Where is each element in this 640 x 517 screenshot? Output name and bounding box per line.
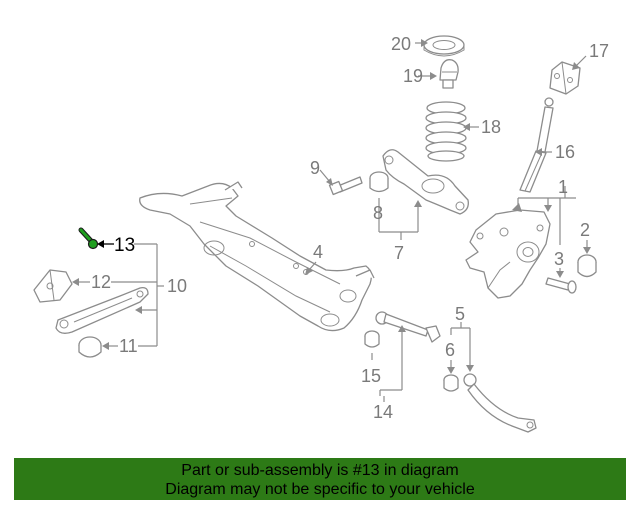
part-15-bushing <box>364 330 380 348</box>
leader-18 <box>463 123 479 131</box>
callout-2: 2 <box>580 220 590 240</box>
part-5-trailing-link <box>463 373 537 433</box>
callout-17: 17 <box>589 41 609 61</box>
leader-7-8 <box>378 198 422 240</box>
callout-18: 18 <box>481 117 501 137</box>
part-11-bushing <box>78 336 102 358</box>
leader-4 <box>305 261 317 275</box>
callout-1: 1 <box>558 177 568 197</box>
banner-line-1: Part or sub-assembly is #13 in diagram <box>181 462 459 479</box>
callout-9: 9 <box>310 158 320 178</box>
callout-6: 6 <box>445 340 455 360</box>
leader-17 <box>572 55 587 70</box>
part-19-bump-stop <box>439 59 459 89</box>
callout-11: 11 <box>119 336 138 356</box>
leader-19 <box>418 72 437 80</box>
part-20-spring-seat <box>423 35 465 57</box>
part-10-lower-link <box>55 286 149 334</box>
part-9-bolt <box>328 176 363 196</box>
part-14-lateral-link <box>375 311 441 343</box>
part-13-bolt-highlighted <box>78 227 99 250</box>
callout-7: 7 <box>394 243 404 263</box>
part-12-bracket <box>33 269 73 303</box>
leader-13 <box>97 240 114 248</box>
part-6-bushing <box>443 374 459 392</box>
part-18-coil-spring <box>425 101 467 162</box>
leader-2 <box>583 240 591 254</box>
callout-4: 4 <box>313 242 323 262</box>
leader-10-group <box>111 243 164 347</box>
callout-13: 13 <box>114 235 135 256</box>
part-8-bushing <box>369 171 389 193</box>
callout-10: 10 <box>167 276 187 296</box>
callout-15: 15 <box>361 366 381 386</box>
leader-5-6 <box>447 322 474 374</box>
info-banner: Part or sub-assembly is #13 in diagram D… <box>14 458 626 500</box>
leader-11 <box>102 342 118 350</box>
leader-9 <box>319 169 333 186</box>
callout-12: 12 <box>91 272 111 292</box>
part-16-shock-absorber <box>519 97 554 193</box>
part-1-knuckle <box>465 209 551 299</box>
leader-1 <box>512 186 576 278</box>
part-3-bolt <box>545 277 577 294</box>
part-17-mount-bracket <box>549 61 581 95</box>
callout-8: 8 <box>373 203 383 223</box>
leader-14-15 <box>371 325 406 402</box>
callout-20: 20 <box>391 34 411 54</box>
banner-line-2: Diagram may not be specific to your vehi… <box>165 481 475 498</box>
part-7-upper-arm <box>382 149 469 215</box>
leader-16 <box>535 148 552 156</box>
callout-16: 16 <box>555 142 575 162</box>
callout-3: 3 <box>554 249 564 269</box>
callout-5: 5 <box>455 304 465 324</box>
callout-14: 14 <box>373 402 393 422</box>
leader-12 <box>72 278 90 286</box>
callout-19: 19 <box>403 66 423 86</box>
part-2-bushing <box>577 254 597 278</box>
part-4-subframe <box>139 181 375 332</box>
leader-20 <box>415 39 428 47</box>
